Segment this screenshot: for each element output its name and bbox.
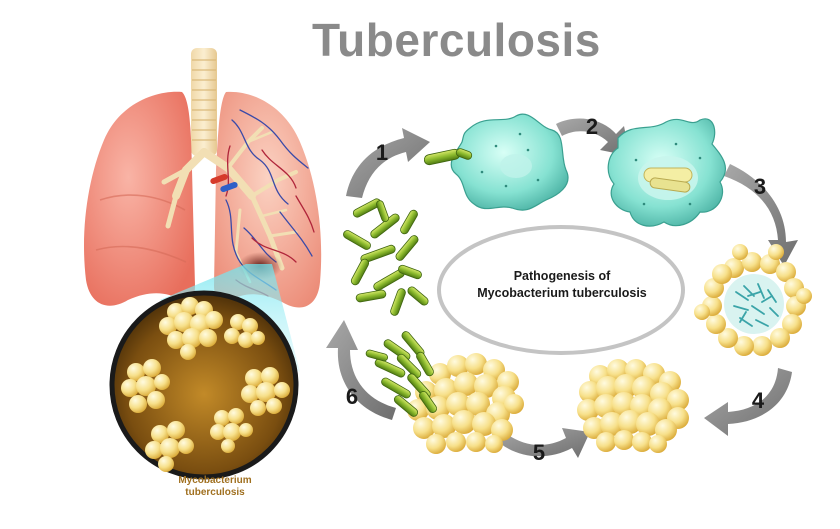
ruptured-granuloma xyxy=(365,330,524,454)
center-label-line-2: Mycobacterium tuberculosis xyxy=(462,285,662,302)
center-label-line-1: Pathogenesis of xyxy=(462,268,662,285)
granuloma xyxy=(577,359,689,453)
microscope-label: Mycobacterium tuberculosis xyxy=(150,475,280,499)
step-number-4: 4 xyxy=(746,388,770,414)
microscope-label-line-2: tuberculosis xyxy=(150,487,280,499)
infected-macrophage xyxy=(608,119,725,226)
bacteria-cluster xyxy=(342,197,430,316)
step-number-5: 5 xyxy=(527,440,551,466)
step-number-1: 1 xyxy=(370,140,394,166)
microscope-label-line-1: Mycobacterium xyxy=(150,475,280,487)
step-number-6: 6 xyxy=(340,384,364,410)
center-label: Pathogenesis of Mycobacterium tuberculos… xyxy=(462,268,662,302)
microscope-view xyxy=(112,293,296,477)
macrophage-engulfing xyxy=(423,114,568,210)
step-number-2: 2 xyxy=(580,114,604,140)
forming-granuloma xyxy=(694,244,812,356)
step-number-3: 3 xyxy=(748,174,772,200)
page-title: Tuberculosis xyxy=(312,10,622,70)
lungs xyxy=(84,48,321,308)
